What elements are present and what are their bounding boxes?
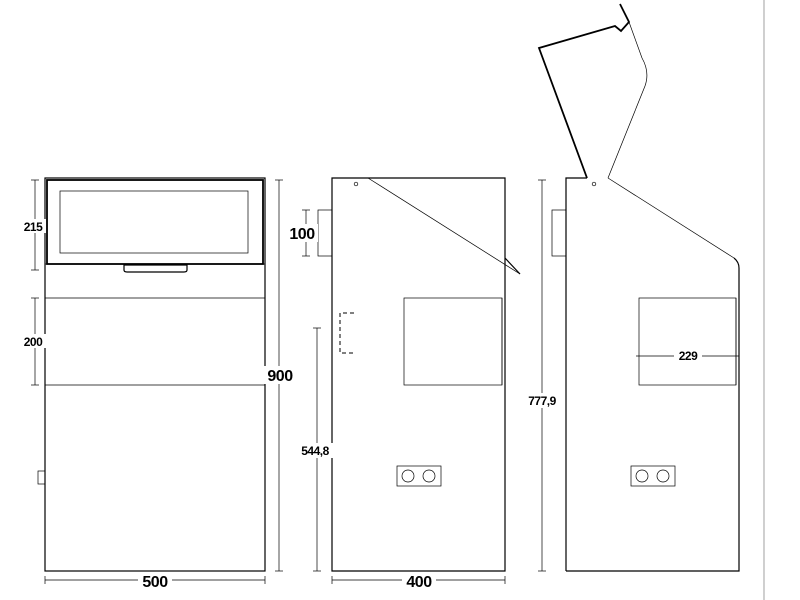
side-panel-window bbox=[403, 297, 503, 386]
open-lid-inner bbox=[607, 21, 648, 179]
dim-label-500: 500 bbox=[142, 574, 168, 591]
front-handle bbox=[123, 264, 188, 273]
front-side-button bbox=[37, 470, 46, 485]
front-top-hood bbox=[46, 179, 264, 265]
dim-label-215: 215 bbox=[24, 220, 43, 234]
dim-front-top-height: 215 bbox=[20, 179, 46, 271]
side-socket-left bbox=[401, 469, 415, 483]
front-body-outline bbox=[44, 177, 266, 572]
open-body-left bbox=[565, 177, 587, 571]
open-top-slope bbox=[607, 177, 735, 259]
dim-side-lower-height: 544,8 bbox=[297, 327, 333, 572]
open-socket-right bbox=[656, 469, 670, 483]
front-view bbox=[37, 177, 266, 572]
dim-front-mid-height: 200 bbox=[20, 297, 46, 386]
open-lid-outer bbox=[537, 3, 631, 179]
dim-label-200: 200 bbox=[24, 335, 43, 349]
dim-label-544-8: 544,8 bbox=[301, 444, 329, 458]
dim-label-400: 400 bbox=[406, 574, 432, 591]
dim-side-top-height: 100 bbox=[286, 209, 318, 257]
side-lid-tip bbox=[504, 257, 521, 275]
open-body-right bbox=[566, 257, 740, 572]
open-socket-box bbox=[630, 465, 676, 487]
dim-front-total-height: 900 bbox=[264, 179, 296, 572]
side-socket-box bbox=[396, 465, 442, 487]
dim-front-width: 500 bbox=[44, 572, 266, 591]
open-view: 229 bbox=[537, 3, 740, 572]
open-top-bracket bbox=[551, 209, 567, 257]
dim-label-100: 100 bbox=[289, 226, 315, 243]
dim-label-900: 900 bbox=[267, 368, 293, 385]
open-hinge bbox=[591, 181, 597, 187]
dim-open-height: 777,9 bbox=[524, 179, 560, 572]
dim-side-width: 400 bbox=[331, 572, 506, 591]
open-panel-window bbox=[638, 297, 737, 386]
side-socket-right bbox=[422, 469, 436, 483]
dim-label-777-9: 777,9 bbox=[528, 394, 556, 408]
side-hidden-slot bbox=[339, 312, 354, 354]
dim-label-229: 229 bbox=[679, 349, 698, 363]
side-hinge bbox=[353, 181, 359, 187]
open-socket-left bbox=[635, 469, 649, 483]
side-top-bracket bbox=[317, 209, 333, 257]
side-view bbox=[317, 177, 521, 572]
side-body-outline bbox=[331, 177, 506, 572]
front-display-window bbox=[59, 190, 249, 254]
side-lid-line bbox=[367, 177, 521, 275]
